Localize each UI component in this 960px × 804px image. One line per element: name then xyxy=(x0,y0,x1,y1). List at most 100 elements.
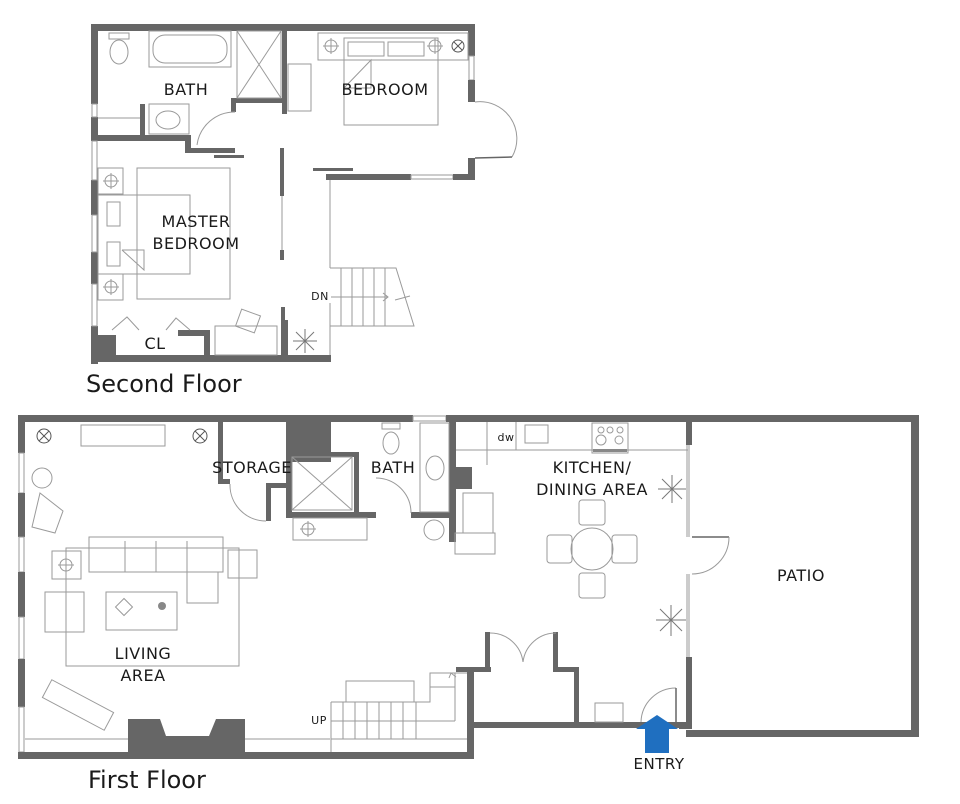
wall-segment xyxy=(679,722,692,729)
lamp-icon xyxy=(97,167,124,195)
chaise xyxy=(186,571,219,604)
bathtub-frame xyxy=(148,30,232,68)
toilet-icon xyxy=(109,39,129,65)
wall-segment xyxy=(686,657,692,729)
wall-segment xyxy=(485,632,490,672)
stair-label-down: DN xyxy=(311,290,329,303)
wall-segment xyxy=(204,330,210,355)
patio-right-wall xyxy=(911,415,919,737)
stair-label-up: UP xyxy=(311,714,327,727)
wall-segment xyxy=(326,174,411,180)
armchair-icon xyxy=(31,492,64,534)
wall-segment xyxy=(411,512,455,518)
wall-segment xyxy=(231,98,236,112)
door-swing-arc xyxy=(640,687,677,723)
refrigerator xyxy=(462,492,494,534)
wall-segment xyxy=(446,415,918,422)
wall-segment xyxy=(98,335,116,355)
sink-icon xyxy=(425,455,445,481)
wall-segment xyxy=(468,158,475,180)
wall-segment xyxy=(553,632,558,672)
first-floor-bottom-wall xyxy=(18,752,474,759)
second-floor-left-wall-upper xyxy=(91,24,98,104)
wall-segment xyxy=(18,572,25,617)
pillow xyxy=(347,41,385,57)
wall-segment xyxy=(467,667,474,759)
window xyxy=(91,214,98,253)
plant-icon xyxy=(293,329,317,353)
vanity xyxy=(419,422,450,513)
wall-segment xyxy=(18,659,25,707)
vanity xyxy=(148,103,190,135)
wall-segment xyxy=(313,168,353,171)
kitchen-sink-icon xyxy=(524,424,549,444)
floor-title-first: First Floor xyxy=(88,766,206,794)
wall-segment xyxy=(453,174,475,180)
door-swing-arc xyxy=(691,536,730,575)
side-table xyxy=(31,467,53,489)
book-icon xyxy=(114,597,134,617)
bed-icon xyxy=(343,37,439,126)
toilet-tank xyxy=(381,422,401,430)
room-label-kitchen-line1: KITCHEN/ xyxy=(553,458,632,477)
wall-segment xyxy=(456,467,472,489)
room-label-bedroom: BEDROOM xyxy=(341,80,428,99)
lamp-icon xyxy=(58,557,74,573)
wall-segment xyxy=(18,415,25,453)
desk xyxy=(214,325,278,356)
window xyxy=(468,55,475,81)
door-swing-arc xyxy=(474,101,518,158)
wall-segment xyxy=(140,104,145,135)
window xyxy=(412,415,447,422)
window xyxy=(18,536,25,573)
lamp-icon xyxy=(300,521,316,537)
room-label-master-line1: MASTER xyxy=(162,212,231,231)
window xyxy=(91,140,98,181)
ceiling-fan-icon xyxy=(36,428,52,444)
wall-segment xyxy=(231,98,282,103)
ceiling-fan-icon xyxy=(192,428,208,444)
pillow xyxy=(106,201,121,227)
window xyxy=(410,174,454,180)
rug xyxy=(65,547,240,667)
bench xyxy=(292,517,368,541)
room-label-bath-second: BATH xyxy=(164,80,208,99)
second-floor-plan xyxy=(91,24,518,364)
side-table xyxy=(423,519,445,541)
dishwasher-label: dw xyxy=(498,431,515,444)
bed-icon xyxy=(97,194,191,275)
chair-icon xyxy=(234,308,262,334)
stairs-up xyxy=(330,672,467,752)
stair-landing xyxy=(345,680,415,703)
shoe-bench xyxy=(594,702,624,723)
decor-icon xyxy=(158,602,166,610)
wall-segment xyxy=(91,180,98,215)
wall-segment xyxy=(319,452,355,457)
wall-segment xyxy=(286,460,292,518)
shower-icon xyxy=(236,30,282,99)
shower-icon xyxy=(291,456,353,511)
door-swing-arc xyxy=(196,111,236,146)
stairs-down xyxy=(330,267,415,327)
wall-segment xyxy=(285,355,331,362)
counter xyxy=(454,532,496,555)
wall-segment xyxy=(178,330,210,336)
wall-segment xyxy=(553,667,577,672)
headboard-wall xyxy=(317,32,469,61)
wall-segment xyxy=(218,479,230,484)
wall-segment xyxy=(218,422,223,484)
wall-segment xyxy=(18,493,25,537)
bathtub-icon xyxy=(152,34,228,64)
dresser xyxy=(287,63,312,112)
window xyxy=(18,452,25,494)
wall-segment xyxy=(354,452,359,512)
window xyxy=(18,616,25,660)
door-swing-arc xyxy=(522,632,557,663)
closet-door xyxy=(165,317,191,331)
room-label-patio: PATIO xyxy=(777,566,825,585)
wall-segment xyxy=(686,415,692,445)
wall-segment xyxy=(214,155,244,158)
pillow xyxy=(387,41,425,57)
first-floor-plan xyxy=(18,415,919,759)
